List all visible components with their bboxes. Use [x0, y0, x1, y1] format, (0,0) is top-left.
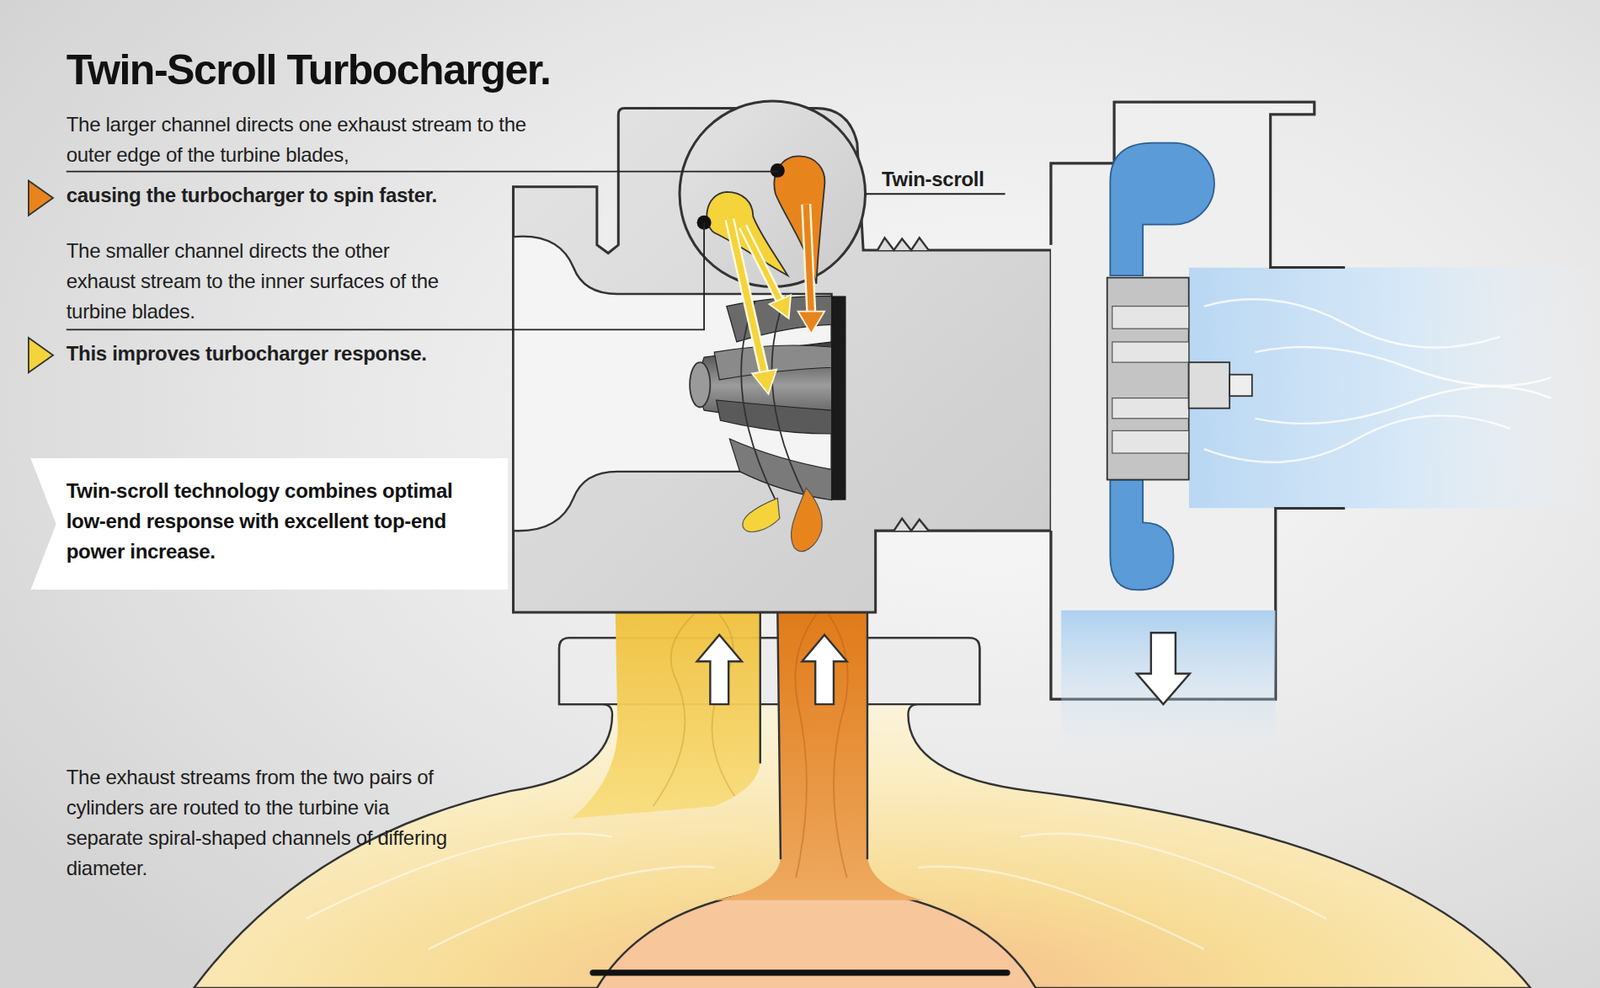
turbine-blade [729, 438, 832, 501]
callout-text: The larger channel directs one exhaust s… [66, 109, 534, 171]
turbine-backplate [832, 295, 847, 500]
compressor-blade [1112, 398, 1190, 419]
flame-streak [653, 613, 694, 806]
band-text: Twin-scroll technology combines optimal … [66, 475, 465, 567]
compressor-volute [1109, 480, 1174, 591]
band-fill [30, 458, 508, 590]
flow-arrow [1136, 632, 1190, 704]
callout-emphasis: causing the turbocharger to spin faster. [66, 180, 639, 211]
flow-arrow-glow [742, 226, 781, 303]
channel-wall [777, 612, 781, 859]
compressor-wheel [1107, 277, 1190, 480]
magnifier-circle [679, 101, 866, 288]
compressor-blade [1112, 341, 1190, 363]
orange-marker [28, 180, 54, 215]
compressor-nut [1189, 362, 1230, 409]
compressor-outline [1050, 101, 1345, 699]
compressor-housing [1050, 101, 1345, 699]
flow-arrow-shaft [742, 226, 781, 303]
channel-wall [866, 612, 869, 859]
summary-band: Twin-scroll technology combines optimal … [0, 458, 508, 590]
callout-text: The smaller channel directs the other ex… [66, 235, 451, 327]
leader-line [66, 222, 704, 330]
compressor-nut [1229, 374, 1253, 396]
compressor-blade [1112, 430, 1190, 454]
flow-arrow-head [798, 311, 826, 335]
exhaust-exit-yellow [742, 497, 780, 532]
flow-arrow-head [769, 294, 791, 319]
channel-wall [759, 612, 762, 763]
home-indicator [589, 969, 1010, 976]
diagram-title: Twin-Scroll Turbocharger. [66, 44, 551, 96]
leader-dot [770, 163, 785, 178]
flow-arrow-head [752, 369, 777, 395]
shaft-seal [877, 237, 929, 251]
intake-air [1189, 266, 1600, 508]
exhaust-exit-orange [791, 487, 823, 551]
exhaust-stream-yellow [571, 608, 761, 819]
compressor-blade [1112, 306, 1190, 330]
exhaust-stream-orange [714, 608, 923, 901]
flow-arrow-shaft [805, 203, 811, 314]
flow-arrow [697, 634, 742, 704]
shaft-seal [893, 518, 928, 532]
boost-air [1061, 610, 1275, 754]
leader-line [865, 192, 1006, 195]
flow-arrow [801, 634, 847, 704]
leader-line [66, 170, 779, 173]
wheel-nut [689, 362, 710, 407]
compressor-volute [1109, 143, 1215, 277]
note-text: The exhaust streams from the two pairs o… [66, 762, 465, 884]
flow-streak [306, 833, 1328, 950]
callout-emphasis: This improves turbocharger response. [66, 338, 639, 369]
flow-arrow-glow [805, 203, 811, 314]
part-label: Twin-scroll [881, 164, 1086, 195]
yellow-marker [28, 337, 54, 373]
air-streak [1204, 298, 1552, 463]
